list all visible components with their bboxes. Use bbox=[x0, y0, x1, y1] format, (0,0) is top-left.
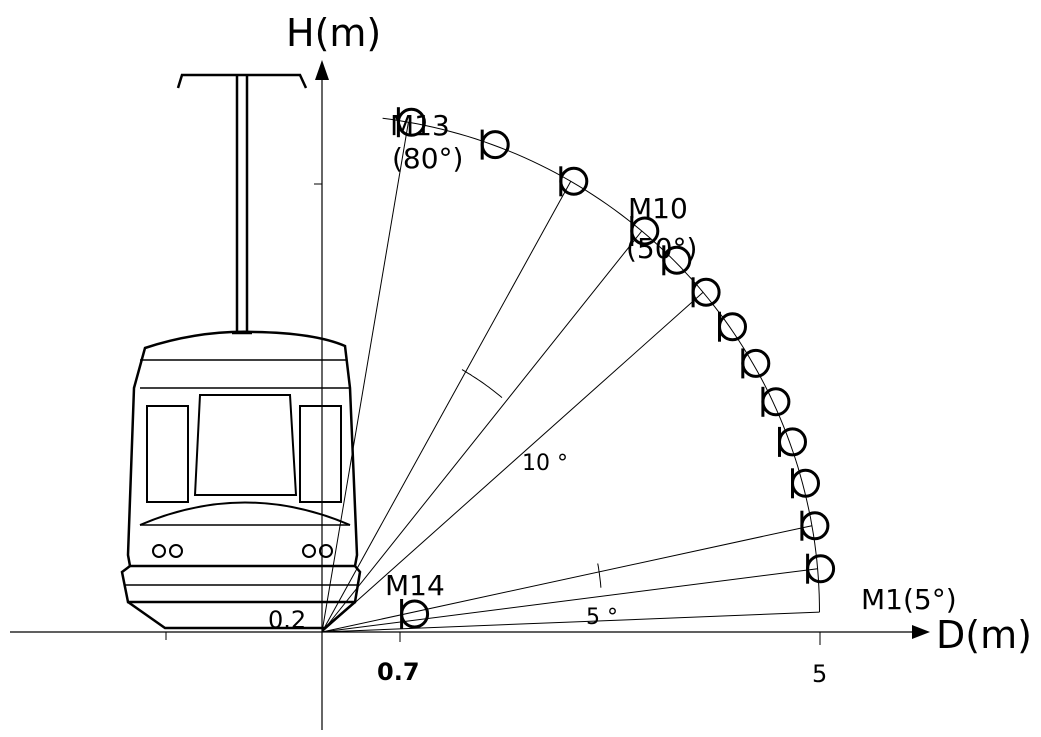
tram-bumper bbox=[120, 565, 362, 604]
angle-mark-5 bbox=[597, 563, 602, 588]
tram-window-right bbox=[299, 405, 342, 503]
microphone-7 bbox=[718, 312, 747, 342]
label-m13-name: M13 bbox=[390, 109, 450, 142]
measurement-ray bbox=[321, 230, 643, 633]
tick-label-0-7: 0.7 bbox=[377, 658, 420, 686]
pantograph-head bbox=[176, 73, 308, 89]
label-m10-name: M10 bbox=[628, 192, 688, 225]
y-axis-label: H(m) bbox=[286, 11, 381, 55]
label-m10-angle: (50°) bbox=[626, 232, 697, 265]
microphone-12 bbox=[480, 130, 510, 160]
tick-label-0-2: 0.2 bbox=[268, 606, 306, 634]
tram-drawing bbox=[120, 73, 362, 630]
tram-lamp bbox=[302, 544, 316, 558]
label-m13-angle: (80°) bbox=[392, 142, 463, 175]
microphone-8 bbox=[691, 277, 721, 307]
x-axis-arrow bbox=[912, 625, 930, 639]
microphone-14 bbox=[400, 599, 430, 629]
label-spacing-10: 10 ° bbox=[522, 451, 568, 476]
measurement-ray bbox=[321, 611, 820, 633]
microphone-4 bbox=[778, 427, 807, 457]
microphone-3 bbox=[791, 468, 820, 498]
measurement-ray bbox=[321, 525, 813, 633]
y-axis-arrow bbox=[315, 60, 329, 80]
angle-mark-10 bbox=[461, 369, 503, 398]
microphone-11 bbox=[559, 166, 589, 196]
microphone-6 bbox=[741, 348, 771, 378]
microphone-1 bbox=[806, 554, 836, 584]
label-spacing-5: 5 ° bbox=[586, 605, 618, 630]
microphone-5 bbox=[761, 387, 791, 417]
tram-windscreen bbox=[193, 394, 298, 496]
tram-lamp bbox=[319, 544, 333, 558]
microphone-13 bbox=[396, 107, 426, 137]
microphone-9 bbox=[662, 245, 692, 275]
x-axis-label: D(m) bbox=[936, 613, 1032, 657]
tram-body bbox=[126, 330, 359, 568]
tick-label-5: 5 bbox=[812, 660, 827, 688]
tram-lamp bbox=[169, 544, 183, 558]
label-m1: M1(5°) bbox=[861, 583, 957, 616]
measurement-ray bbox=[321, 122, 409, 633]
tram-lamp bbox=[152, 544, 166, 558]
label-m14: M14 bbox=[385, 569, 445, 602]
microphone-2 bbox=[800, 511, 830, 541]
tram-window-left bbox=[146, 405, 189, 503]
measurement-ray bbox=[321, 291, 704, 633]
measurement-ray bbox=[321, 181, 572, 633]
microphone-10 bbox=[630, 216, 660, 246]
tram-skirt bbox=[127, 600, 356, 630]
